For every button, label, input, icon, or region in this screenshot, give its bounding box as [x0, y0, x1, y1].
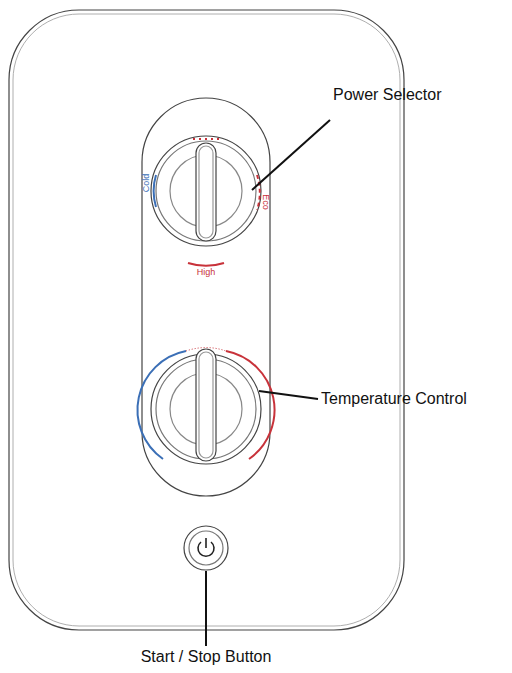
- dial-marking: Cold: [142, 174, 152, 193]
- power-knob: [151, 136, 261, 246]
- leader-line: [252, 120, 330, 190]
- dial-marking: High: [197, 268, 216, 278]
- start-stop-button: [184, 526, 228, 570]
- housing-edge: [13, 14, 400, 626]
- temperature-knob: [151, 349, 261, 464]
- cold-arc: [154, 175, 156, 207]
- leader-line: [259, 391, 318, 399]
- hot-arc: [226, 351, 275, 459]
- off-mark: [193, 138, 219, 140]
- dial-marking: Eco: [260, 194, 270, 210]
- callout-label: Start / Stop Button: [141, 648, 272, 666]
- control-panel: [142, 98, 270, 496]
- eco-arc: [257, 175, 260, 210]
- callout-label: Temperature Control: [321, 390, 467, 408]
- temp-scale: [186, 348, 226, 351]
- high-arc: [188, 263, 224, 266]
- cool-arc: [137, 351, 186, 459]
- leader-line: [205, 571, 207, 646]
- callout-label: Power Selector: [333, 86, 442, 104]
